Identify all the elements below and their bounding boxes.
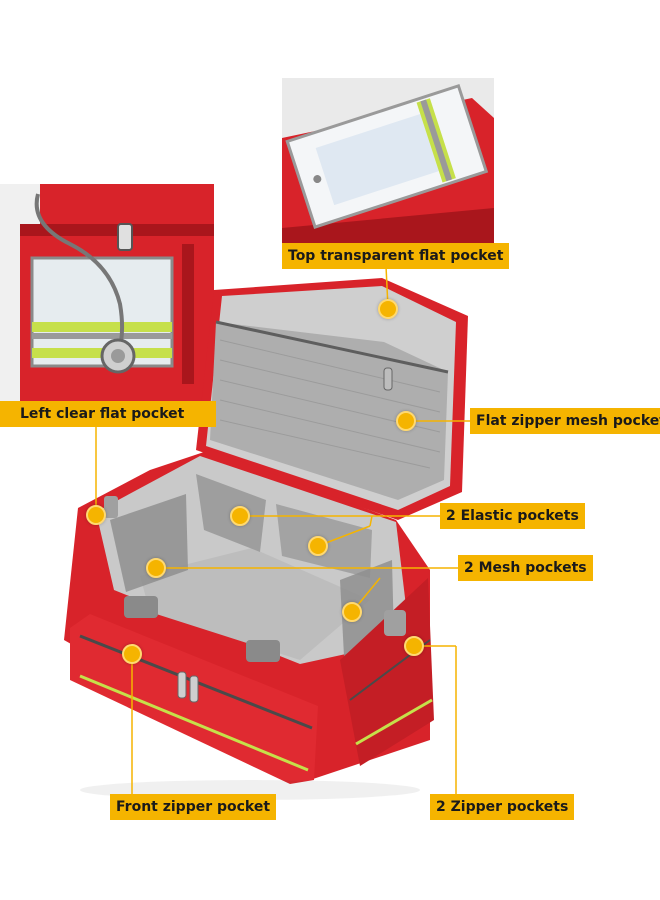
callout-dot-icon	[146, 558, 166, 578]
lid-zipper-line	[215, 320, 449, 374]
callout-dot-icon	[122, 644, 142, 664]
callout-dot-icon	[396, 411, 416, 431]
label-2-mesh-pockets: 2 Mesh pockets	[458, 555, 593, 581]
label-2-elastic-pockets: 2 Elastic pockets	[440, 503, 585, 529]
top-pocket-inset-photo	[282, 78, 494, 246]
label-2-zipper-pockets: 2 Zipper pockets	[430, 794, 575, 820]
callout-dot-icon	[86, 505, 106, 525]
callout-dot-icon	[308, 536, 328, 556]
strap-right	[246, 640, 280, 662]
stethoscope-icon	[34, 193, 136, 374]
left-pocket-inset-photo	[0, 184, 214, 402]
callout-dot-icon	[378, 299, 398, 319]
callout-dot-icon	[230, 506, 250, 526]
label-flat-zipper-mesh-pocket: Flat zipper mesh pocket	[470, 408, 660, 434]
top-pocket-illustration	[282, 78, 494, 246]
strap-left	[124, 596, 158, 618]
left-pocket-illustration	[0, 184, 214, 402]
zipper-pull-icon	[177, 671, 199, 703]
side-clip-right	[384, 610, 406, 636]
lid-mesh-pocket	[210, 322, 448, 500]
zipper-pull-icon	[383, 367, 393, 391]
label-top-transparent-flat-pocket: Top transparent flat pocket	[282, 243, 510, 269]
side-reflective-strip	[355, 698, 433, 746]
label-left-clear-flat-pocket: Left clear flat pocket	[0, 401, 216, 427]
side-clip-left	[104, 496, 118, 518]
interior-floor	[140, 548, 370, 660]
callout-leader-lines	[95, 265, 472, 794]
lid-mesh-pattern	[219, 339, 441, 469]
label-front-zipper-pocket: Front zipper pocket	[110, 794, 277, 820]
callout-dot-icon	[342, 602, 362, 622]
callout-dot-icon	[404, 636, 424, 656]
front-reflective-strip	[79, 674, 309, 772]
